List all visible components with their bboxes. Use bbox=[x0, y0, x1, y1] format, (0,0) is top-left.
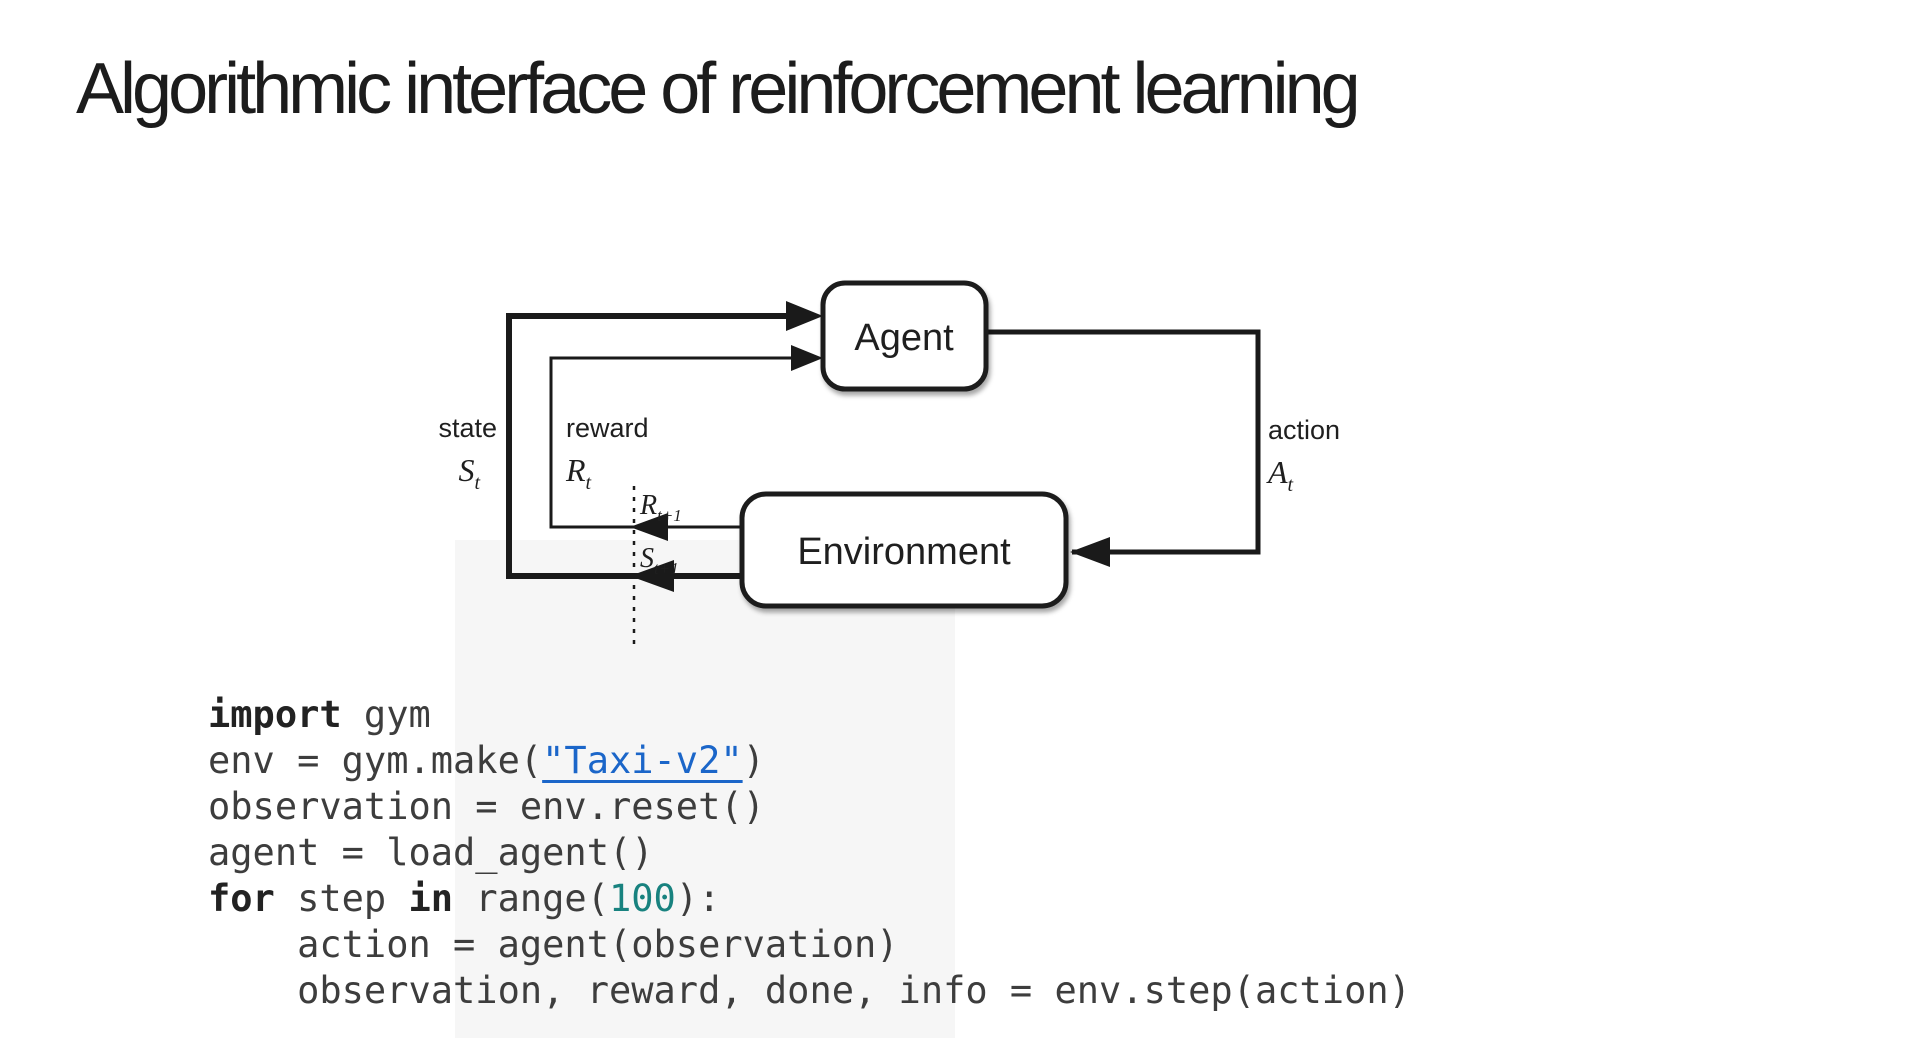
code-token: for bbox=[208, 877, 275, 920]
reward-label: reward bbox=[566, 413, 649, 443]
code-line: for step in range(100): bbox=[208, 876, 1411, 922]
code-token: import bbox=[208, 693, 342, 736]
code-line: agent = load_agent() bbox=[208, 830, 1411, 876]
environment-box bbox=[739, 491, 1069, 609]
code-line: import gym bbox=[208, 692, 1411, 738]
state-loop-line bbox=[506, 313, 788, 579]
reward-symbol: Rt bbox=[565, 452, 592, 494]
code-token: step bbox=[274, 877, 409, 920]
code-token: in bbox=[408, 877, 454, 920]
reward-next-arrowhead bbox=[630, 513, 668, 541]
code-line: observation, reward, done, info = env.st… bbox=[208, 968, 1411, 1014]
code-token: observation, reward, done, info = env.st… bbox=[208, 969, 1411, 1012]
environment-box-label: Environment bbox=[797, 531, 1011, 573]
scan-noise-backdrop bbox=[455, 540, 955, 1038]
reward-into-agent-arrowhead bbox=[791, 345, 823, 371]
code-token: agent = load_agent() bbox=[208, 831, 654, 874]
code-token: range( bbox=[453, 877, 609, 920]
action-label: action bbox=[1268, 415, 1340, 445]
taxi-v2-link[interactable]: "Taxi-v2" bbox=[542, 739, 743, 782]
state-into-agent-arrowhead bbox=[786, 301, 823, 331]
code-token: observation = env.reset() bbox=[208, 785, 765, 828]
state-symbol: St bbox=[458, 452, 480, 494]
action-into-environment-arrowhead bbox=[1070, 537, 1110, 567]
page-title: Algorithmic interface of reinforcement l… bbox=[76, 49, 1361, 129]
state-next-arrowhead bbox=[630, 560, 674, 592]
code-line: env = gym.make("Taxi-v2") bbox=[208, 738, 1411, 784]
code-token: env = gym.make( bbox=[208, 739, 543, 782]
reward-next-symbol: Rt+1 bbox=[639, 490, 682, 525]
code-line: observation = env.reset() bbox=[208, 784, 1411, 830]
code-line: action = agent(observation) bbox=[208, 922, 1411, 968]
code-token: 100 bbox=[608, 877, 676, 920]
code-token: ) bbox=[742, 739, 765, 782]
code-token: gym bbox=[341, 693, 431, 736]
action-symbol: At bbox=[1266, 454, 1294, 496]
state-next-symbol: St+1 bbox=[640, 543, 679, 578]
code-token: ): bbox=[675, 877, 721, 920]
agent-box-label: Agent bbox=[854, 317, 954, 359]
code-token: action = agent(observation) bbox=[208, 923, 899, 966]
action-loop-line bbox=[986, 329, 1261, 555]
state-label: state bbox=[438, 413, 497, 443]
agent-box bbox=[820, 280, 989, 392]
